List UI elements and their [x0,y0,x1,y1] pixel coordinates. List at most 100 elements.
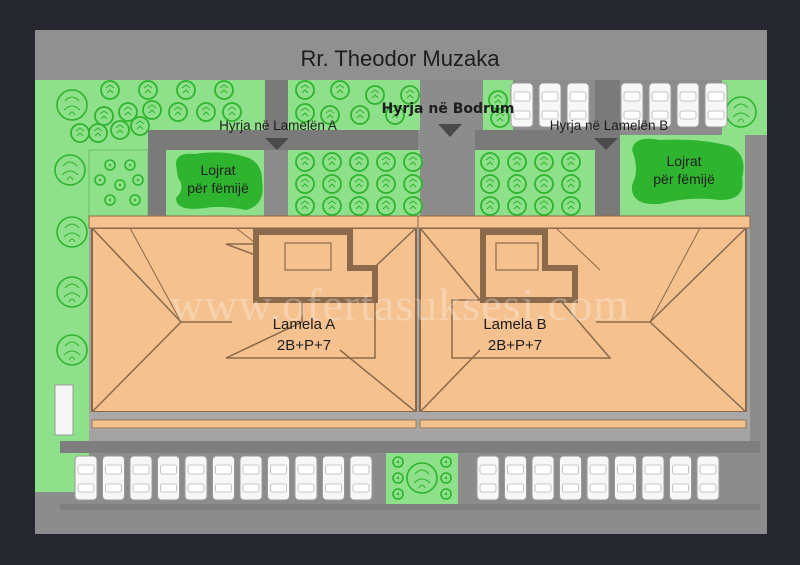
driveway-b-cross [475,130,620,150]
tree-icon [507,196,527,216]
arrow-entrance-basement [438,124,462,137]
tree-icon [534,152,554,172]
tree-icon [507,152,527,172]
tree-icon [440,456,452,468]
tree-icon [403,152,423,172]
tree-icon [214,80,234,100]
tree-icon [104,159,116,171]
tree-icon [295,152,315,172]
tree-icon [561,152,581,172]
driveway-a-left [148,130,166,215]
parking-space [74,455,98,501]
tree-icon [56,334,88,366]
tree-icon [130,116,150,136]
building-a-floors: 2B+P+7 [277,337,331,354]
tree-icon [561,196,581,216]
tree-icon [376,174,396,194]
tree-icon [349,174,369,194]
tree-icon [168,102,188,122]
tree-icon [322,152,342,172]
tree-icon [56,216,88,248]
playground-label-b-line1: Lojrat [666,153,701,169]
parking-space [614,455,637,501]
tree-icon [94,174,106,186]
parking-space [349,455,373,501]
street-name: Rr. Theodor Muzaka [301,46,501,71]
parking-space [102,455,125,501]
south-road-edge [60,504,760,510]
tree-icon [403,174,423,194]
watermark: www.ofertasuksesi.com [170,279,630,330]
tree-icon [349,196,369,216]
playground-a-blob [175,152,263,210]
playground-label-a-line1: Lojrat [200,162,235,178]
tree-icon [330,80,350,100]
tree-icon [322,196,342,216]
tree-icon [507,174,527,194]
street-band [35,30,767,80]
parking-space [504,455,527,501]
tree-icon [392,456,404,468]
playground-b-blob [631,138,744,205]
parking-space [294,455,318,501]
parking-space [696,455,720,501]
tree-icon [129,194,141,206]
tree-icon [725,96,757,128]
tree-icon [403,196,423,216]
tree-icon [534,174,554,194]
arrow-entrance-b [594,138,618,150]
tree-icon [104,194,116,206]
tree-icon [70,123,90,143]
entrance-label-basement: Hyrja në Bodrum [382,101,515,117]
parking-space [157,455,180,501]
tree-icon [406,462,438,494]
parking-space [531,455,555,501]
tree-icon [440,488,452,500]
parking-space [641,455,665,501]
arrow-entrance-a [265,138,289,150]
tree-icon [142,100,162,120]
tree-icon [56,276,88,308]
building-a-name: Lamela A [273,316,336,333]
tree-icon [534,196,554,216]
parking-space [239,455,263,501]
tree-icon [56,89,88,121]
parking-space [586,455,610,501]
tree-icon [322,174,342,194]
parking-space [322,455,345,501]
entrance-label-a: Hyrja në Lamelën A [219,118,337,133]
tree-icon [110,120,130,140]
parking-space [267,455,290,501]
playground-label-b-line2: për fëmijë [653,171,715,187]
tree-icon [295,196,315,216]
tree-icon [480,196,500,216]
building-b-name: Lamela B [483,316,546,333]
parking-space [704,82,728,128]
tree-icon [88,123,108,143]
tree-icon [138,80,158,100]
tree-icon [392,488,404,500]
west-structure [54,384,74,436]
parking-space [559,455,582,501]
building-lamela-a [88,215,419,441]
tree-icon [440,472,452,484]
tree-icon [376,152,396,172]
tree-icon [350,105,370,125]
tree-icon [392,472,404,484]
tree-icon [132,174,144,186]
tree-icon [196,102,216,122]
parking-space [184,455,208,501]
parking-space [129,455,153,501]
building-lamela-b [417,215,751,441]
tree-icon [114,179,126,191]
parking-space [676,82,700,128]
tree-icon [54,154,86,186]
tree-icon [480,174,500,194]
tree-icon [561,174,581,194]
parking-space [476,455,500,501]
tree-icon [295,80,315,100]
tree-icon [100,80,120,100]
tree-icon [295,174,315,194]
parking-space [212,455,235,501]
